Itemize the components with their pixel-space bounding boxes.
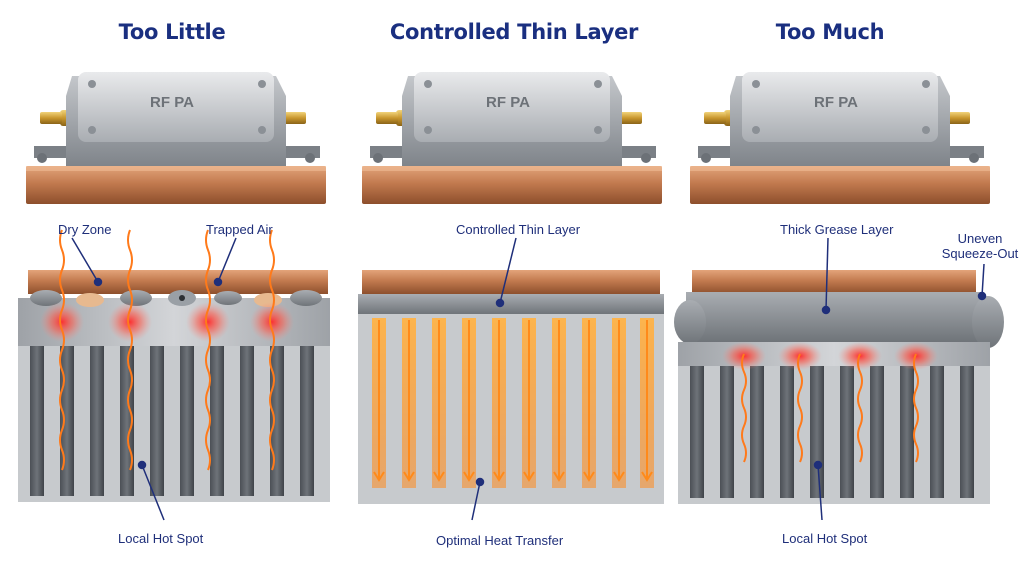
label-uneven-squeeze-out: Uneven Squeeze-Out [938, 231, 1022, 261]
heatsink-controlled-thin-layer [358, 237, 664, 521]
label-local-hot-spot-right: Local Hot Spot [782, 531, 868, 546]
panel-title-controlled-thin-layer: Controlled Thin Layer [389, 20, 639, 44]
copper-plate-too-much [692, 270, 976, 294]
rf-pa-module-too-much [690, 72, 990, 204]
label-local-hot-spot-left: Local Hot Spot [118, 531, 204, 546]
thin-grease-layer [358, 294, 664, 314]
copper-baseplate [26, 166, 326, 204]
panel-title-too-little: Too Little [118, 20, 226, 44]
module-label-too-much: RF PA [814, 94, 858, 111]
hot-spots-too-little [40, 302, 294, 342]
leader-lines-too-little [71, 237, 237, 521]
pa-lid [78, 72, 274, 142]
thick-grease-layer [686, 292, 982, 342]
label-squeeze-out: Squeeze-Out [941, 246, 1019, 261]
squeeze-out-right [972, 296, 1004, 348]
label-uneven: Uneven [957, 231, 1003, 246]
squeeze-out-left [674, 300, 706, 344]
label-controlled-thin-layer: Controlled Thin Layer [456, 222, 581, 237]
label-trapped-air: Trapped Air [206, 222, 273, 237]
label-dry-zone: Dry Zone [58, 222, 112, 237]
heatsink-too-much [674, 237, 1004, 521]
air-pocket-icon [179, 295, 185, 301]
heatsink-fins-too-much [678, 366, 990, 504]
copper-plate-too-little [28, 270, 328, 294]
heat-flow-arrows-controlled [373, 320, 653, 482]
panel-title-too-much: Too Much [775, 20, 885, 44]
heatsink-too-little [18, 229, 330, 521]
heat-squiggles-too-little [59, 229, 275, 471]
label-optimal-heat-transfer: Optimal Heat Transfer [436, 533, 564, 548]
leader-lines-controlled [471, 237, 517, 521]
heat-squiggles-too-much [741, 353, 919, 463]
module-label-too-little: RF PA [150, 94, 194, 111]
rf-pa-module-too-little [26, 72, 326, 204]
module-label-controlled: RF PA [486, 94, 530, 111]
label-thick-grease-layer: Thick Grease Layer [780, 222, 894, 237]
heatsink-fins-too-little [18, 346, 330, 502]
leader-lines-too-much [813, 237, 987, 521]
copper-plate-controlled [362, 270, 660, 294]
rf-pa-module-controlled-thin-layer [362, 72, 662, 204]
